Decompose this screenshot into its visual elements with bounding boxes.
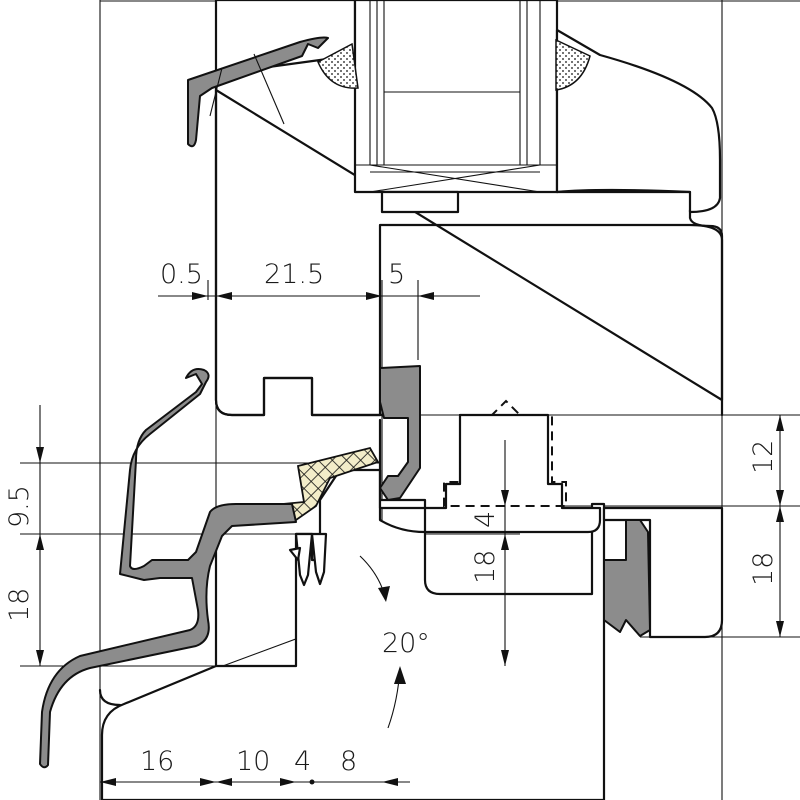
dim-left-18: 18 [4, 588, 35, 622]
dimension-labels: 0.5 21.5 5 16 10 4 8 9.5 18 12 18 4 18 2… [4, 259, 779, 777]
angle-label: 20° [382, 628, 430, 659]
dim-bottom-16: 16 [140, 746, 174, 777]
dim-bottom-4: 4 [294, 746, 311, 777]
dim-bottom-8: 8 [340, 746, 357, 777]
dim-top-5: 5 [388, 259, 405, 290]
dim-top-21-5: 21.5 [264, 259, 324, 290]
dim-middle-4: 4 [470, 511, 501, 528]
dim-bottom-10: 10 [236, 746, 270, 777]
dim-right-18: 18 [748, 552, 779, 586]
dim-middle-18: 18 [470, 550, 501, 584]
dimension-lines [36, 292, 784, 786]
glass-unit [353, 0, 559, 194]
dim-left-9-5: 9.5 [4, 485, 35, 528]
upper-sash-section [187, 0, 724, 417]
dim-right-12: 12 [748, 440, 779, 474]
dim-top-0-5: 0.5 [160, 259, 203, 290]
sill-section [39, 365, 724, 800]
